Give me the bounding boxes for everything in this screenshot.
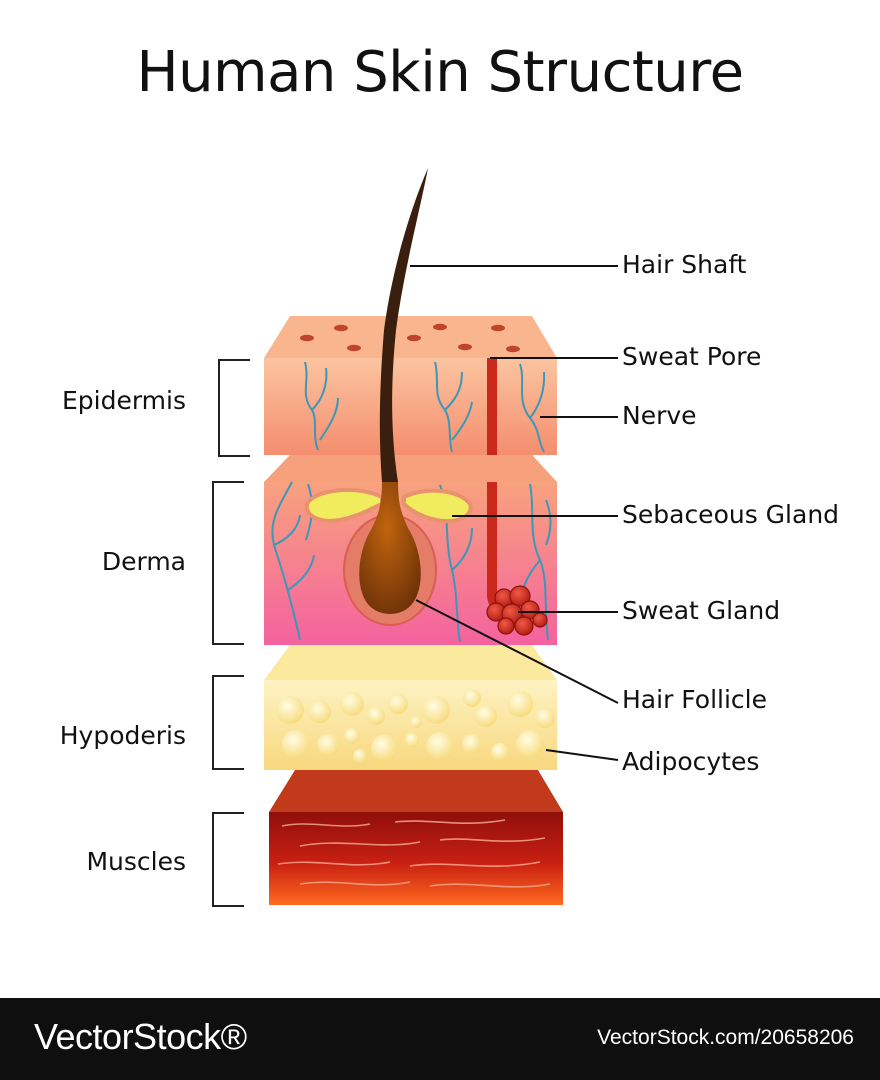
bracket-muscles	[212, 812, 244, 907]
label-hypoderis: Hypoderis	[59, 721, 186, 750]
epidermis-layer	[264, 316, 557, 455]
follicle-bulb	[359, 482, 421, 614]
watermark-bar: VectorStock® VectorStock.com/20658206	[0, 998, 880, 1080]
label-hair-follicle: Hair Follicle	[622, 685, 767, 714]
hypodermis-layer	[264, 645, 557, 770]
label-sebaceous-gland: Sebaceous Gland	[622, 500, 840, 529]
label-derma: Derma	[101, 547, 186, 576]
bracket-epidermis	[218, 359, 250, 457]
line-adipocytes	[545, 749, 619, 761]
label-epidermis: Epidermis	[61, 386, 186, 415]
label-adipocytes: Adipocytes	[622, 747, 760, 776]
watermark-id: VectorStock.com/20658206	[597, 1026, 854, 1049]
label-sweat-pore: Sweat Pore	[622, 342, 762, 371]
nerve-fibers-epidermis	[304, 361, 546, 453]
sweat-duct-upper	[487, 358, 497, 455]
label-nerve: Nerve	[622, 401, 697, 430]
label-muscles: Muscles	[86, 847, 186, 876]
sebaceous-gland-shape	[304, 487, 473, 523]
watermark-logo: VectorStock®	[34, 1016, 247, 1057]
label-hair-shaft: Hair Shaft	[622, 250, 747, 279]
sweat-gland-coil	[486, 585, 548, 636]
muscle-layer	[269, 770, 563, 905]
layer-brackets	[212, 359, 250, 907]
muscle-fibers	[277, 819, 551, 888]
bracket-hypoderis	[212, 675, 244, 770]
skin-diagram	[212, 168, 619, 907]
label-sweat-gland: Sweat Gland	[622, 596, 781, 625]
bracket-derma	[212, 481, 244, 645]
derma-layer	[264, 455, 557, 645]
callout-lines	[410, 265, 619, 761]
hair-shaft-shape	[379, 168, 428, 482]
fat-cells	[276, 689, 555, 763]
page-title: Human Skin Structure	[136, 40, 744, 105]
line-hair-follicle	[415, 599, 619, 704]
pores	[300, 323, 520, 353]
